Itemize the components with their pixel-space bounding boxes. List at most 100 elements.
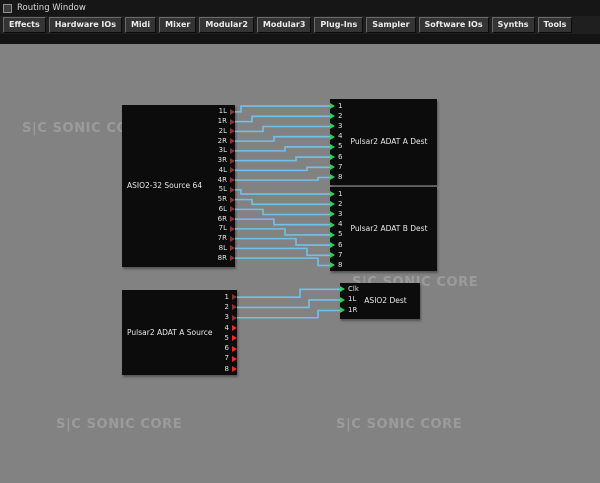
title-bar[interactable]: Routing Window [0,0,600,16]
tab-midi[interactable]: Midi [124,17,157,33]
port-asio2-32-source-64-6r[interactable]: 6R [122,214,235,224]
port-label: 8L [218,243,227,252]
output-port-arrow-icon [232,345,237,352]
port-pulsar2-adat-a-source-1[interactable]: 1 [122,292,237,302]
module-label: Pulsar2 ADAT B Dest [350,224,428,234]
input-port-arrow-icon [330,154,335,161]
tab-modular3[interactable]: Modular3 [256,17,312,33]
port-pulsar2-adat-b-dest-1[interactable]: 1 [330,189,437,199]
port-pulsar2-adat-a-source-4[interactable]: 4 [122,323,237,333]
output-port-arrow-icon [230,167,235,174]
port-asio2-32-source-64-3l[interactable]: 3L [122,146,235,156]
port-asio2-32-source-64-3r[interactable]: 3R [122,156,235,166]
output-port-arrow-icon [232,304,237,311]
port-asio2-32-source-64-8l[interactable]: 8L [122,244,235,254]
port-asio2-32-source-64-1l[interactable]: 1L [122,107,235,117]
port-pulsar2-adat-b-dest-2[interactable]: 2 [330,199,437,209]
port-asio2-32-source-64-5l[interactable]: 5L [122,185,235,195]
port-label: 1R [348,305,358,314]
output-port-arrow-icon [232,355,237,362]
port-label: 5 [224,333,229,342]
output-port-arrow-icon [232,314,237,321]
port-label: 5 [338,142,343,151]
tab-synths[interactable]: Synths [491,17,535,33]
port-asio2-32-source-64-5r[interactable]: 5R [122,195,235,205]
tab-plug-ins[interactable]: Plug-Ins [314,17,364,33]
input-port-arrow-icon [330,211,335,218]
port-label: 3 [338,209,343,218]
port-pulsar2-adat-a-dest-3[interactable]: 3 [330,121,437,131]
port-pulsar2-adat-b-dest-7[interactable]: 7 [330,250,437,260]
port-asio2-32-source-64-7l[interactable]: 7L [122,224,235,234]
port-pulsar2-adat-b-dest-5[interactable]: 5 [330,230,437,240]
port-pulsar2-adat-a-source-8[interactable]: 8 [122,364,237,374]
port-label: 4R [217,175,227,184]
output-port-arrow-icon [232,294,237,301]
input-port-arrow-icon [330,231,335,238]
port-label: 3 [338,121,343,130]
port-pulsar2-adat-a-dest-6[interactable]: 6 [330,152,437,162]
port-pulsar2-adat-a-dest-5[interactable]: 5 [330,142,437,152]
port-asio2-dest-clk[interactable]: Clk [340,284,420,295]
port-asio2-dest-1l[interactable]: 1L [340,295,420,306]
port-pulsar2-adat-b-dest-8[interactable]: 8 [330,260,437,270]
tab-sampler[interactable]: Sampler [366,17,416,33]
input-port-arrow-icon [330,191,335,198]
port-label: 7 [224,354,229,363]
input-port-arrow-icon [340,286,345,293]
port-label: 5R [217,195,227,204]
port-label: 6 [224,344,229,353]
output-port-arrow-icon [230,206,235,213]
tab-effects[interactable]: Effects [3,17,46,33]
port-asio2-32-source-64-7r[interactable]: 7R [122,234,235,244]
port-asio2-32-source-64-4r[interactable]: 4R [122,175,235,185]
port-pulsar2-adat-a-source-7[interactable]: 7 [122,354,237,364]
input-port-arrow-icon [330,221,335,228]
tab-mixer[interactable]: Mixer [159,17,197,33]
window-icon[interactable] [3,3,12,13]
port-pulsar2-adat-b-dest-6[interactable]: 6 [330,240,437,250]
port-pulsar2-adat-a-dest-7[interactable]: 7 [330,162,437,172]
output-port-arrow-icon [230,225,235,232]
port-pulsar2-adat-a-dest-1[interactable]: 1 [330,101,437,111]
port-label: 1 [338,101,343,110]
port-asio2-32-source-64-8r[interactable]: 8R [122,253,235,263]
tab-modular2[interactable]: Modular2 [199,17,254,33]
port-asio2-32-source-64-6l[interactable]: 6L [122,205,235,215]
port-pulsar2-adat-a-dest-2[interactable]: 2 [330,111,437,121]
port-pulsar2-adat-a-source-6[interactable]: 6 [122,344,237,354]
port-asio2-32-source-64-1r[interactable]: 1R [122,117,235,127]
port-asio2-32-source-64-2l[interactable]: 2L [122,127,235,137]
port-label: 8R [217,253,227,262]
port-pulsar2-adat-a-dest-8[interactable]: 8 [330,172,437,182]
input-port-arrow-icon [330,164,335,171]
output-port-arrow-icon [230,138,235,145]
input-port-arrow-icon [330,133,335,140]
port-label: 5L [218,185,227,194]
output-port-arrow-icon [232,366,237,373]
port-asio2-32-source-64-2r[interactable]: 2R [122,136,235,146]
tab-software-ios[interactable]: Software IOs [418,17,489,33]
port-pulsar2-adat-a-source-2[interactable]: 2 [122,302,237,312]
tab-hardware-ios[interactable]: Hardware IOs [48,17,122,33]
port-pulsar2-adat-b-dest-3[interactable]: 3 [330,209,437,219]
output-port-arrow-icon [230,108,235,115]
port-label: 1L [218,107,227,116]
port-label: 8 [338,172,343,181]
port-pulsar2-adat-b-dest-4[interactable]: 4 [330,220,437,230]
port-label: 7L [218,224,227,233]
port-pulsar2-adat-a-source-5[interactable]: 5 [122,333,237,343]
port-asio2-dest-1r[interactable]: 1R [340,305,420,316]
port-asio2-32-source-64-4l[interactable]: 4L [122,166,235,176]
output-port-arrow-icon [230,216,235,223]
port-pulsar2-adat-a-dest-4[interactable]: 4 [330,132,437,142]
port-pulsar2-adat-a-source-3[interactable]: 3 [122,313,237,323]
tab-tools[interactable]: Tools [537,17,573,33]
watermark: S|C SONIC CORE [56,417,183,432]
